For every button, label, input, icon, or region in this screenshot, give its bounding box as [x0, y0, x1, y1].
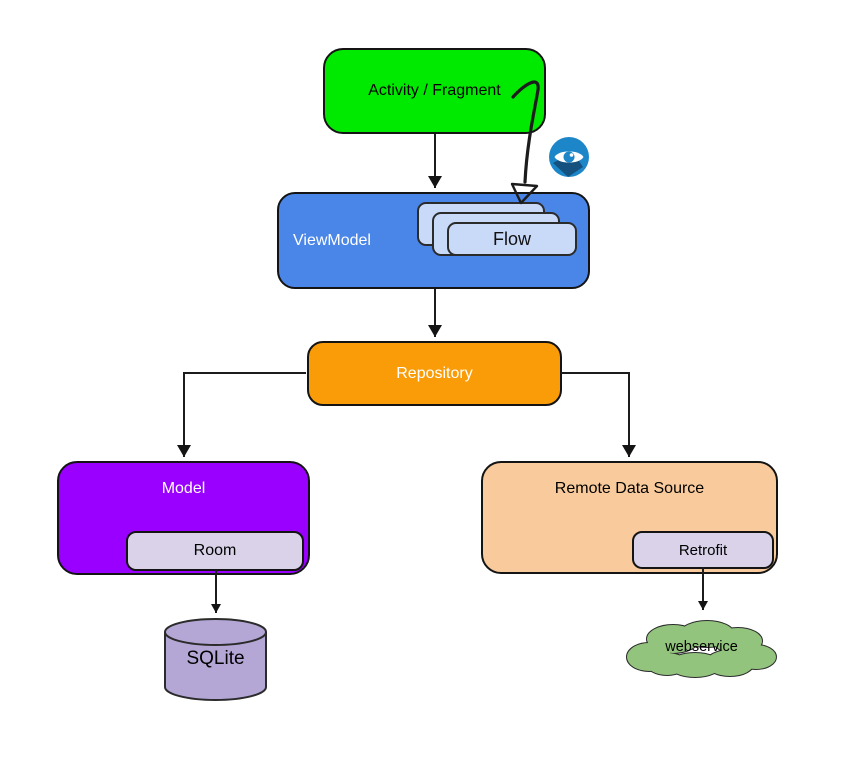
- eye-icon: [549, 137, 589, 177]
- activity-fragment-label: Activity / Fragment: [368, 82, 501, 100]
- edge-repository-to-remote: [561, 372, 636, 457]
- webservice-label: webservice: [665, 639, 738, 655]
- edge-repository-to-model: [177, 372, 306, 457]
- repository-label: Repository: [396, 364, 473, 382]
- node-retrofit: Retrofit: [632, 531, 774, 569]
- flow-card-front: Flow: [447, 222, 577, 256]
- flow-label: Flow: [492, 228, 531, 249]
- model-label: Model: [161, 480, 206, 497]
- retrofit-label: Retrofit: [678, 541, 728, 559]
- webservice-cloud: [626, 620, 777, 678]
- room-label: Room: [193, 542, 237, 560]
- viewmodel-label: ViewModel: [293, 231, 371, 249]
- cloud-fill: [627, 621, 776, 677]
- node-room: Room: [126, 531, 304, 571]
- node-activity-fragment: Activity / Fragment: [323, 48, 546, 134]
- sqlite-cylinder: [164, 618, 267, 701]
- remote-data-source-label: Remote Data Source: [554, 480, 705, 497]
- sqlite-label: SQLite: [186, 648, 245, 669]
- node-repository: Repository: [307, 341, 562, 406]
